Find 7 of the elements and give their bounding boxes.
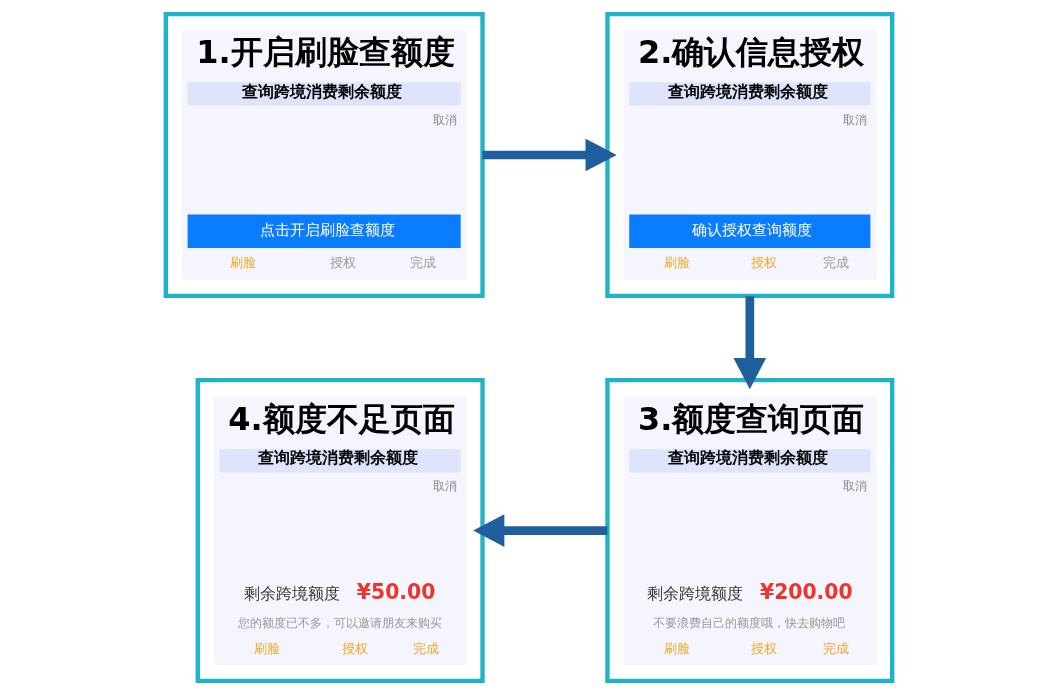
node-box: 3.额度查询页面 查询跨境消费剩余额度 取消 剩余跨境额度 ¥200.00 不要浪费自己的额度哦，快去购物吧 刷脸 授权 完成 xyxy=(604,378,894,684)
arrow xyxy=(732,296,766,390)
node-box: 4.额度不足页面 查询跨境消费剩余额度 取消 剩余跨境额度 ¥50.00 您的额度已不多，可以邀请朋友来购买 刷脸 授权 完成 xyxy=(195,378,485,684)
node-box: 2.确认信息授权 查询跨境消费剩余额度 取消 确认授权查询额度 刷脸 授权 完成 xyxy=(604,11,894,299)
node-box: 1.开启刷脸查额度 查询跨境消费剩余额度 取消 点击开启刷脸查额度 刷脸 授权 完成 xyxy=(163,11,485,299)
arrow xyxy=(472,514,607,547)
arrow xyxy=(482,138,617,172)
